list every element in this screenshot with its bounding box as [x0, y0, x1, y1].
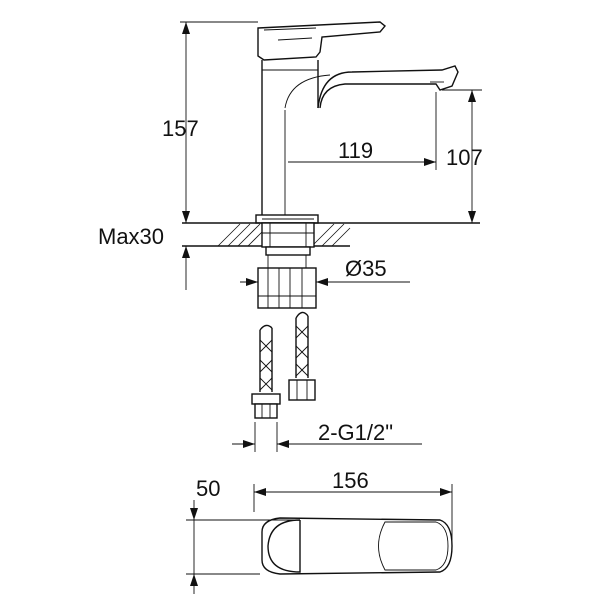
spout-reach-label: 119: [338, 138, 373, 163]
top-length-label: 156: [332, 468, 369, 493]
mounting-shank: [257, 222, 317, 309]
countertop-hatching: [217, 223, 351, 247]
dim-spout-reach: [288, 92, 437, 170]
top-width-label: 50: [196, 476, 220, 501]
flexible-hoses: [251, 311, 316, 419]
dim-total-height: [180, 21, 258, 223]
countertop: [182, 222, 480, 247]
total-height-label: 157: [162, 116, 199, 141]
hole-diameter-label: Ø35: [345, 256, 387, 281]
hose-thread-label: 2-G1/2": [318, 420, 393, 445]
spout-height-label: 107: [446, 145, 483, 170]
dim-max-thickness: [182, 246, 190, 290]
dim-hose-thread: [232, 422, 422, 452]
dim-top-length: [253, 484, 453, 540]
dim-top-width: [186, 500, 296, 594]
max-thickness-label: Max30: [98, 224, 164, 249]
dim-spout-height: [442, 89, 482, 223]
dim-hole-diameter: [240, 278, 410, 286]
faucet-top-view: [261, 517, 453, 575]
faucet-elevation: [255, 21, 459, 224]
